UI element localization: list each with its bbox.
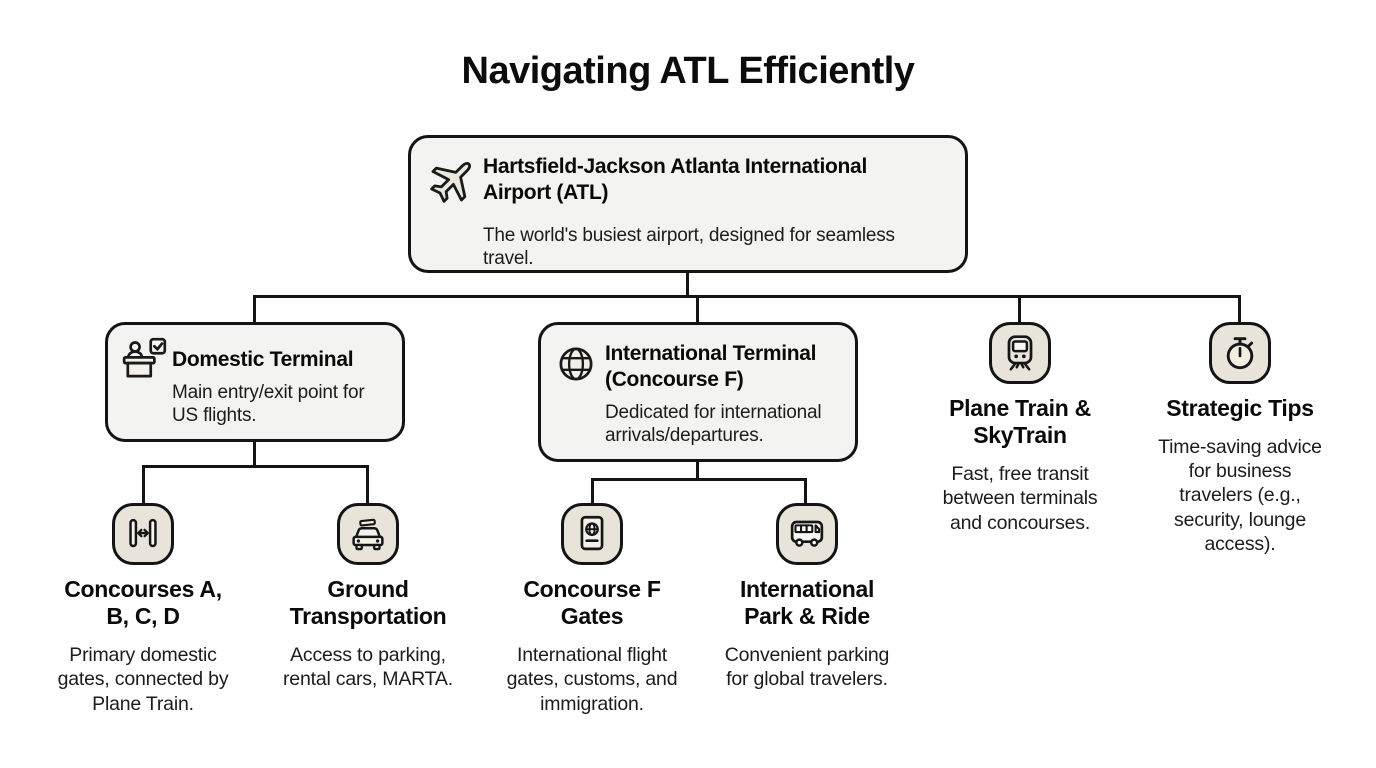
connector-drop-ground — [366, 465, 369, 505]
strategic-tips-description: Time-saving advice for business traveler… — [1158, 436, 1322, 555]
connector-drop-park-ride — [804, 478, 807, 505]
gates-arrow-icon — [112, 503, 174, 565]
ground-title: Ground Transportation — [289, 576, 447, 630]
node-international-park-ride: International Park & Ride Convenient par… — [692, 503, 922, 692]
root-title: Hartsfield-Jackson Atlanta International… — [483, 155, 867, 205]
ground-description: Access to parking, rental cars, MARTA. — [283, 644, 453, 691]
car-icon — [337, 503, 399, 565]
connector-main-bar — [253, 295, 1241, 298]
connector-drop-strategic-tips — [1238, 295, 1241, 324]
root-description: The world's busiest airport, designed fo… — [483, 225, 895, 270]
page-title: Navigating ATL Efficiently — [461, 50, 915, 92]
park-ride-description: Convenient parking for global travelers. — [724, 644, 890, 691]
plane-train-description: Fast, free transit between terminals and… — [942, 463, 1098, 534]
strategic-tips-title: Strategic Tips — [1166, 395, 1314, 421]
node-international-terminal: International Terminal (Concourse F) Ded… — [538, 322, 858, 462]
check-in-desk-icon — [120, 335, 170, 385]
domestic-title: Domestic Terminal — [172, 348, 354, 371]
passport-icon — [561, 503, 623, 565]
connector-drop-international — [696, 295, 699, 324]
connector-drop-concourses — [142, 465, 145, 505]
park-ride-title: International Park & Ride — [739, 576, 875, 630]
airplane-icon — [424, 153, 480, 209]
domestic-description: Main entry/exit point for US flights. — [172, 382, 365, 427]
connector-root-stem — [686, 271, 689, 298]
node-strategic-tips: Strategic Tips Time-saving advice for bu… — [1125, 322, 1355, 556]
concourse-f-description: International flight gates, customs, and… — [506, 644, 678, 715]
node-domestic-terminal: Domestic Terminal Main entry/exit point … — [105, 322, 405, 442]
concourses-title: Concourses A, B, C, D — [64, 576, 222, 630]
connector-international-bar — [591, 478, 807, 481]
train-icon — [989, 322, 1051, 384]
globe-icon — [554, 342, 598, 386]
node-concourses-abcd: Concourses A, B, C, D Primary domestic g… — [28, 503, 258, 716]
concourse-f-title: Concourse F Gates — [523, 576, 661, 630]
node-concourse-f-gates: Concourse F Gates International flight g… — [477, 503, 707, 716]
connector-domestic-stem — [253, 441, 256, 468]
international-title: International Terminal (Concourse F) — [605, 342, 817, 392]
plane-train-title: Plane Train & SkyTrain — [949, 395, 1091, 449]
connector-drop-concourse-f — [591, 478, 594, 505]
connector-drop-plane-train — [1018, 295, 1021, 324]
concourses-description: Primary domestic gates, connected by Pla… — [57, 644, 229, 715]
node-plane-train: Plane Train & SkyTrain Fast, free transi… — [905, 322, 1135, 535]
stopwatch-icon — [1209, 322, 1271, 384]
connector-drop-domestic — [253, 295, 256, 324]
node-ground-transportation: Ground Transportation Access to parking,… — [253, 503, 483, 692]
node-root-airport: Hartsfield-Jackson Atlanta International… — [408, 135, 968, 273]
bus-icon — [776, 503, 838, 565]
connector-domestic-bar — [142, 465, 369, 468]
international-description: Dedicated for international arrivals/dep… — [605, 402, 822, 447]
connector-international-stem — [696, 460, 699, 481]
